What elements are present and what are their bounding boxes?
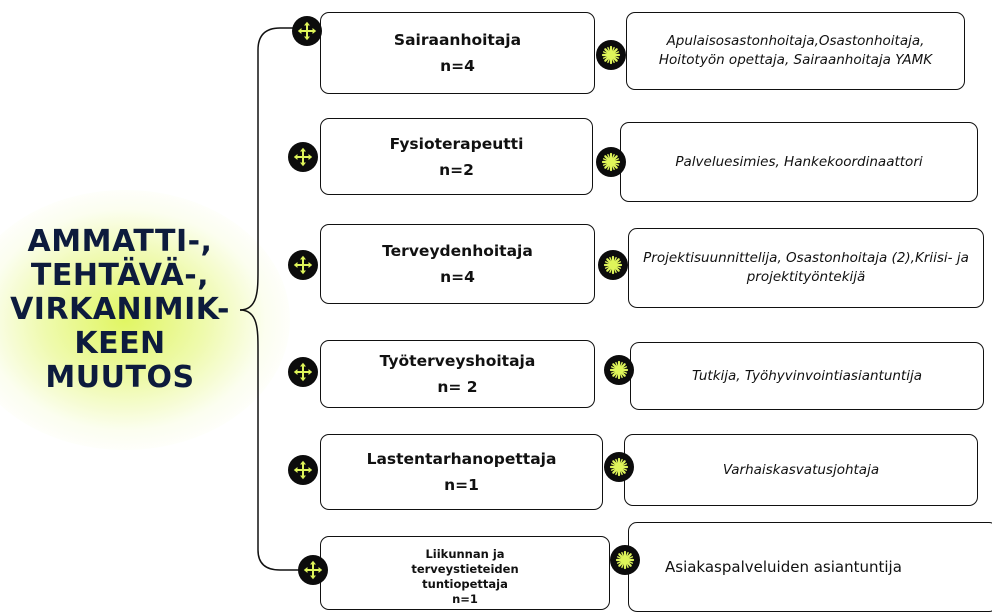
role-title: Lastentarhanopettaja: [366, 450, 557, 468]
target-box: Projektisuunnittelija, Osastonhoitaja (2…: [628, 228, 984, 308]
target-box: Tutkija, Työhyvinvointiasiantuntija: [630, 342, 984, 410]
target-text: Apulaisosastonhoitaja,Osastonhoitaja, Ho…: [658, 33, 933, 68]
role-title: Sairaanhoitaja: [393, 31, 522, 49]
central-topic: AMMATTI-, TEHTÄVÄ-, VIRKANIMIK- KEEN MUU…: [0, 225, 240, 395]
target-box: Varhaiskasvatusjohtaja: [624, 434, 978, 506]
target-box: Asiakaspalveluiden asiantuntija: [628, 522, 992, 612]
role-box: Liikunnan ja terveystieteiden tuntiopett…: [320, 536, 610, 610]
asterisk-burst-icon: [598, 250, 628, 280]
asterisk-burst-icon: [604, 355, 634, 385]
target-text: Varhaiskasvatusjohtaja: [722, 461, 880, 478]
central-topic-line: MUUTOS: [45, 360, 195, 395]
target-text: Tutkija, Työhyvinvointiasiantuntija: [691, 367, 923, 384]
move-cross-icon: [288, 250, 318, 280]
asterisk-burst-icon: [604, 452, 634, 482]
role-box: Fysioterapeutti n=2: [320, 118, 593, 195]
move-cross-icon: [292, 16, 322, 46]
role-count: n=4: [440, 268, 475, 286]
move-cross-icon: [288, 455, 318, 485]
asterisk-burst-icon: [596, 40, 626, 70]
target-text: Palveluesimies, Hankekoordinaattori: [675, 153, 923, 170]
role-title-line: terveystieteiden: [411, 562, 519, 576]
central-topic-line: KEEN: [74, 326, 166, 361]
role-count: n=1: [444, 476, 479, 494]
role-count: n=4: [440, 57, 475, 75]
central-glow: [0, 190, 290, 450]
move-cross-icon: [288, 142, 318, 172]
role-title: Terveydenhoitaja: [382, 242, 533, 260]
target-box: Apulaisosastonhoitaja,Osastonhoitaja, Ho…: [626, 12, 965, 90]
target-box: Palveluesimies, Hankekoordinaattori: [620, 122, 978, 202]
central-topic-line: AMMATTI-,: [27, 224, 213, 259]
asterisk-burst-icon: [596, 147, 626, 177]
role-title-line: Liikunnan ja: [425, 547, 505, 561]
role-title: Fysioterapeutti: [389, 134, 524, 153]
central-topic-line: TEHTÄVÄ-,: [30, 258, 210, 293]
move-cross-icon: [298, 555, 328, 585]
move-cross-icon: [288, 357, 318, 387]
role-count: n=1: [452, 592, 478, 606]
role-title: Työterveyshoitaja: [379, 352, 536, 370]
asterisk-burst-icon: [610, 545, 640, 575]
role-box: Terveydenhoitaja n=4: [320, 224, 595, 304]
target-text: Asiakaspalveluiden asiantuntija: [665, 557, 902, 576]
role-box: Työterveyshoitaja n= 2: [320, 340, 595, 408]
role-box: Lastentarhanopettaja n=1: [320, 434, 603, 510]
central-topic-line: VIRKANIMIK-: [10, 292, 230, 327]
role-count: n= 2: [437, 378, 478, 396]
target-text: Projektisuunnittelija, Osastonhoitaja (2…: [643, 250, 969, 285]
role-title-line: tuntiopettaja: [422, 577, 508, 591]
role-box: Sairaanhoitaja n=4: [320, 12, 595, 94]
role-count: n=2: [439, 160, 474, 179]
